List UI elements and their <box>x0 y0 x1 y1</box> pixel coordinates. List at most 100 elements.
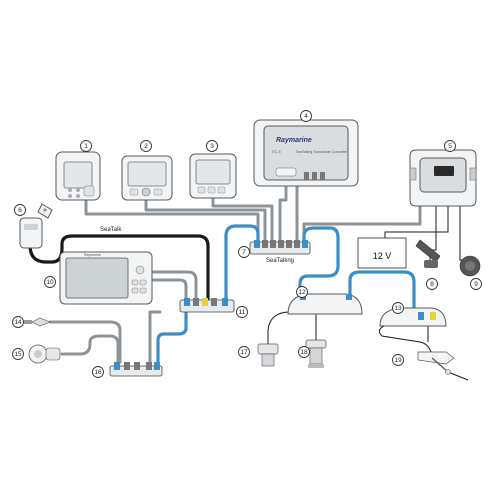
cable-display-1 <box>148 270 198 302</box>
power-supply: 12 V <box>357 237 407 269</box>
callout-number: 10 <box>46 279 54 286</box>
callout-number: 9 <box>474 281 478 288</box>
device-3-instrument[interactable] <box>189 153 237 199</box>
seatalkng-label: SeaTalkng <box>266 258 294 264</box>
callout-number: 1 <box>84 143 88 150</box>
device-14-connector[interactable] <box>24 317 51 327</box>
callout-2: 2 <box>140 140 152 152</box>
callout-number: 11 <box>239 309 246 316</box>
cable-ng-11-to-16 <box>156 310 188 368</box>
device-17-transducer[interactable] <box>257 343 279 367</box>
callout-circle <box>298 346 310 358</box>
callout-8: 8 <box>426 278 438 290</box>
callout-circle <box>238 346 250 358</box>
callout-number: 8 <box>430 281 434 288</box>
callout-circle <box>300 110 312 122</box>
callout-number: 2 <box>144 143 148 150</box>
display-brand: Raymarine <box>84 253 101 257</box>
cable-device-16 <box>148 310 162 368</box>
callout-13: 13 <box>392 302 404 314</box>
callout-circle <box>80 140 92 152</box>
cable-device-19-tail <box>447 371 469 381</box>
callout-18: 18 <box>298 346 310 358</box>
cable-device-8 <box>429 205 437 266</box>
gateway-description: SeaTalkng Transducer Converter <box>296 150 348 154</box>
callout-6: 6 <box>14 204 26 216</box>
callout-circle <box>236 306 248 318</box>
callout-17: 17 <box>238 346 250 358</box>
callout-number: 4 <box>304 113 308 120</box>
device-18-transducer[interactable] <box>305 339 327 368</box>
callout-circle <box>444 140 456 152</box>
callout-number: 15 <box>14 351 22 358</box>
cable-device-4 <box>278 183 288 244</box>
callout-circle <box>470 278 482 290</box>
cable-device-5 <box>302 194 422 244</box>
callout-16: 16 <box>92 366 104 378</box>
callout-number: 17 <box>240 349 248 356</box>
device-9-sender[interactable] <box>459 255 481 277</box>
device-1-instrument[interactable] <box>55 151 101 201</box>
callout-circle <box>392 302 404 314</box>
device-4-gateway[interactable]: Raymarine iTC-5 SeaTalkng Transducer Con… <box>253 119 359 187</box>
callout-circle <box>426 278 438 290</box>
callout-15: 15 <box>12 348 24 360</box>
callout-number: 14 <box>14 319 22 326</box>
device-19-wind-vane[interactable] <box>417 351 455 375</box>
device-7-backbone[interactable] <box>249 240 311 255</box>
cable-power-12v <box>384 205 449 238</box>
callout-1: 1 <box>80 140 92 152</box>
cable-seatalk <box>28 234 210 302</box>
device-15-sensor[interactable] <box>28 344 61 364</box>
callout-circle <box>140 140 152 152</box>
cable-ng-11-to-7 <box>224 224 260 304</box>
cable-display-2 <box>148 278 188 302</box>
callout-circle <box>44 276 56 288</box>
device-16-hub[interactable] <box>109 362 163 377</box>
callout-7: 7 <box>238 246 250 258</box>
callout-10: 10 <box>44 276 56 288</box>
device-11-bus[interactable] <box>179 298 235 313</box>
cable-device-9 <box>459 205 470 261</box>
callout-number: 16 <box>94 369 102 376</box>
cable-device-2 <box>144 198 267 244</box>
callout-number: 7 <box>242 249 246 256</box>
callout-circle <box>92 366 104 378</box>
device-10-display[interactable]: Raymarine <box>59 251 153 305</box>
device-6-remote[interactable] <box>19 203 53 249</box>
callout-19: 19 <box>392 354 404 366</box>
callout-number: 18 <box>300 349 308 356</box>
callout-5: 5 <box>444 140 456 152</box>
callout-number: 12 <box>298 289 306 296</box>
callout-9: 9 <box>470 278 482 290</box>
cable-device-14 <box>48 320 122 364</box>
power-label: 12 V <box>373 251 392 261</box>
callout-circle <box>12 348 24 360</box>
cable-device-3 <box>211 194 274 244</box>
cable-device-17 <box>267 311 291 344</box>
cable-device-19 <box>378 325 433 357</box>
callout-circle <box>14 204 26 216</box>
device-13-pod[interactable] <box>379 307 447 327</box>
callout-12: 12 <box>296 286 308 298</box>
callout-circle <box>296 286 308 298</box>
callout-circle <box>238 246 250 258</box>
callout-3: 3 <box>206 140 218 152</box>
cable-device-15 <box>60 334 120 364</box>
callout-number: 6 <box>18 207 22 214</box>
callout-circle <box>392 354 404 366</box>
gateway-brand: Raymarine <box>276 137 312 144</box>
device-2-instrument[interactable] <box>121 155 173 201</box>
callout-number: 5 <box>448 143 452 150</box>
cable-ng-7-to-12 <box>298 226 340 294</box>
callout-number: 19 <box>394 357 402 364</box>
callout-number: 13 <box>394 305 402 312</box>
device-8-lever[interactable] <box>415 239 441 268</box>
callout-4: 4 <box>300 110 312 122</box>
callout-14: 14 <box>12 316 24 328</box>
device-5-unit[interactable] <box>409 149 477 207</box>
callout-circle <box>206 140 218 152</box>
